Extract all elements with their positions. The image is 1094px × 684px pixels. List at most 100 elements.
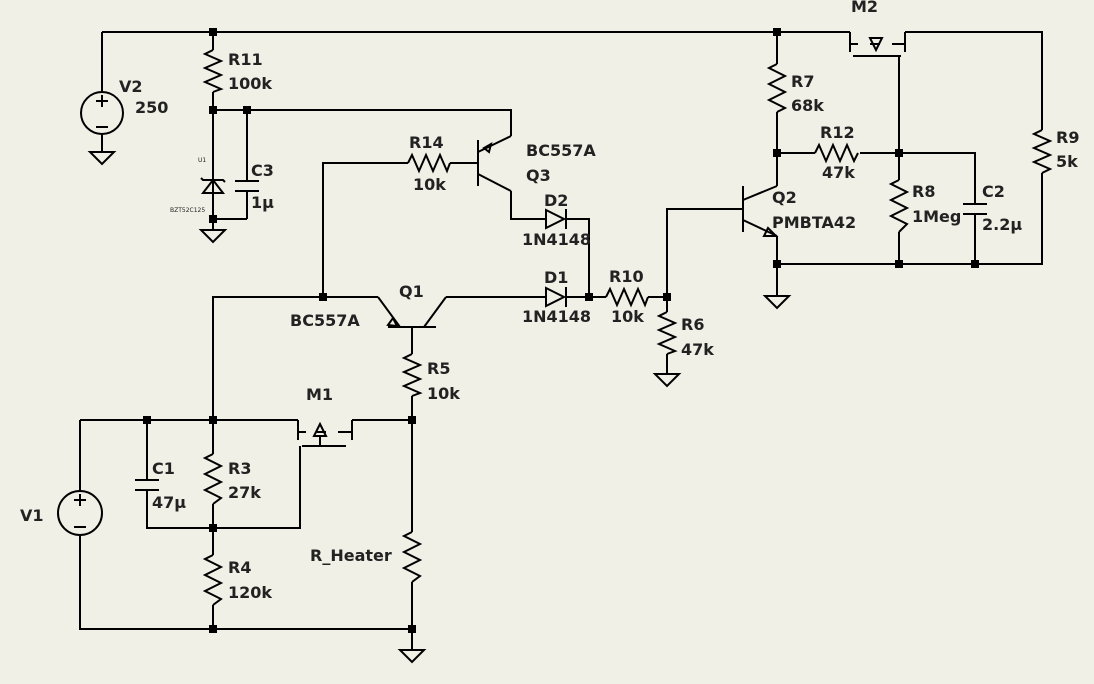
wire-q3-d2 (510, 191, 546, 220)
label-v2-ref: V2 (119, 77, 143, 96)
resistor-r11 (202, 49, 224, 93)
resistors (202, 49, 1053, 606)
junction (408, 625, 416, 633)
wire-m2-right (905, 31, 1043, 130)
capacitor-c2 (963, 203, 987, 215)
transistor-q1 (377, 296, 447, 328)
resistor-r9 (1031, 129, 1053, 174)
label-c3-ref: C3 (251, 161, 274, 180)
wire-ref-to-q3 (213, 109, 512, 136)
junction (209, 106, 217, 114)
label-m2-ref: M2 (851, 0, 878, 16)
label-u1-value: BZT52C125 (170, 207, 205, 214)
label-q1-value: BC557A (290, 311, 360, 330)
label-r9-value: 5k (1056, 152, 1078, 171)
junction (408, 416, 416, 424)
label-r10-value: 10k (611, 307, 644, 326)
label-r-heater-ref: R_Heater (310, 546, 392, 565)
junction (319, 293, 327, 301)
wires (79, 31, 1043, 650)
ground-icon (397, 649, 427, 664)
label-r8-value: 1Meg (912, 207, 961, 226)
label-q3-value: BC557A (526, 141, 596, 160)
mosfet-m2 (849, 32, 906, 57)
label-m1-ref: M1 (306, 385, 333, 404)
label-d1-value: 1N4148 (522, 307, 591, 326)
label-r8-ref: R8 (912, 182, 935, 201)
ground-icon (87, 151, 117, 166)
wire-m1-gate (213, 446, 301, 529)
ground-icon (762, 295, 792, 310)
label-c2-ref: C2 (982, 182, 1005, 201)
diode-d1 (545, 286, 567, 308)
label-r14-ref: R14 (409, 133, 444, 152)
transistor-q3 (477, 135, 512, 192)
resistor-r12 (814, 142, 859, 164)
grounds (87, 151, 792, 664)
capacitor-c3 (235, 180, 259, 192)
junction (773, 28, 781, 36)
label-r4-ref: R4 (228, 558, 251, 577)
junction (209, 625, 217, 633)
capacitors (135, 180, 987, 491)
label-r7-ref: R7 (791, 72, 814, 91)
junction (209, 215, 217, 223)
label-r10-ref: R10 (609, 267, 644, 286)
junctions (143, 28, 979, 633)
label-r12-ref: R12 (820, 123, 855, 142)
wire-v1 (79, 420, 412, 630)
mosfet-m1 (297, 420, 353, 447)
junction (663, 293, 671, 301)
label-r7-value: 68k (791, 96, 824, 115)
diode-d2 (545, 208, 567, 230)
junction (773, 260, 781, 268)
label-r6-ref: R6 (681, 315, 704, 334)
label-r5-value: 10k (427, 384, 460, 403)
label-v2-value: 250 (135, 98, 168, 117)
label-r12-value: 47k (822, 163, 855, 182)
junction (209, 524, 217, 532)
wire-m2-gate (857, 55, 900, 264)
label-r6-value: 47k (681, 340, 714, 359)
wire-d2-out (566, 218, 590, 297)
voltage-source-v2 (80, 91, 124, 135)
label-r9-ref: R9 (1056, 128, 1079, 147)
label-u1-ref: U1 (198, 157, 206, 164)
label-r11-value: 100k (228, 74, 272, 93)
transistor-q2 (742, 185, 779, 237)
label-q2-value: PMBTA42 (772, 213, 856, 232)
label-c2-value: 2.2µ (982, 215, 1022, 234)
label-r14-value: 10k (413, 175, 446, 194)
label-q1-ref: Q1 (399, 282, 424, 301)
ground-icon (198, 229, 228, 244)
voltage-source-v1 (57, 490, 103, 536)
label-c3-value: 1µ (251, 193, 274, 212)
wire-c1 (146, 420, 213, 529)
label-r3-value: 27k (228, 483, 261, 502)
resistor-r7 (766, 63, 788, 113)
resistor-r10 (605, 286, 649, 308)
label-r11-ref: R11 (228, 50, 263, 69)
resistor-r-heater (401, 531, 423, 583)
junction (209, 416, 217, 424)
junction (143, 416, 151, 424)
label-r4-value: 120k (228, 583, 272, 602)
junction (209, 28, 217, 36)
wire-r9-bottom (777, 173, 1043, 265)
wire-r14 (322, 162, 478, 297)
resistor-r14 (407, 152, 451, 174)
resistor-r5 (401, 353, 423, 397)
wire-q2-base (666, 208, 743, 297)
resistor-r8 (888, 179, 910, 233)
label-d1-ref: D1 (544, 268, 568, 287)
label-q3-ref: Q3 (526, 166, 551, 185)
label-d2-ref: D2 (544, 191, 568, 210)
junction (243, 106, 251, 114)
resistor-r4 (202, 554, 224, 606)
junction (971, 260, 979, 268)
resistor-r3 (202, 453, 224, 505)
label-q2-ref: Q2 (772, 188, 797, 207)
label-c1-value: 47µ (152, 493, 186, 512)
junction (895, 260, 903, 268)
